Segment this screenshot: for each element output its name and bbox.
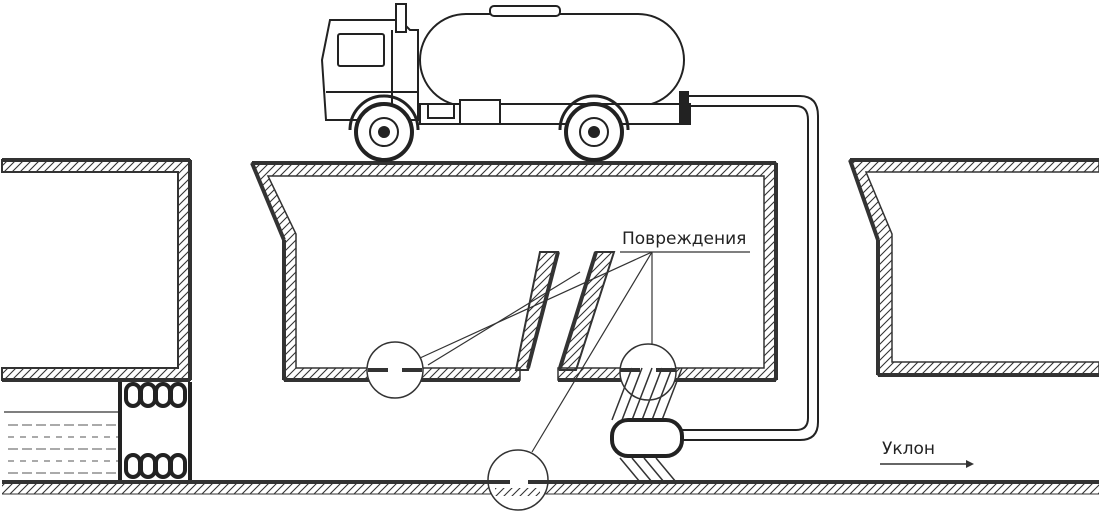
damage-circle-1: [366, 341, 424, 399]
damage-markers: [366, 341, 677, 511]
truck-tank: [419, 13, 685, 107]
hose-bundle: [610, 367, 684, 483]
pump-unit: [610, 418, 684, 458]
suction-hose: [678, 95, 819, 441]
center-chamber: [250, 161, 778, 382]
damage-label: Повреждения: [622, 229, 747, 249]
slope-arrow: [880, 460, 974, 468]
left-chamber: [1, 158, 192, 382]
tanker-truck: [320, 3, 691, 162]
broken-section: [514, 251, 616, 371]
pipe-plug: [118, 382, 192, 480]
leader-lines: [419, 251, 750, 453]
right-chamber: [848, 158, 1099, 377]
water-body: [4, 411, 120, 474]
ground-bottom: [2, 480, 1099, 495]
slope-label: Уклон: [882, 439, 936, 459]
